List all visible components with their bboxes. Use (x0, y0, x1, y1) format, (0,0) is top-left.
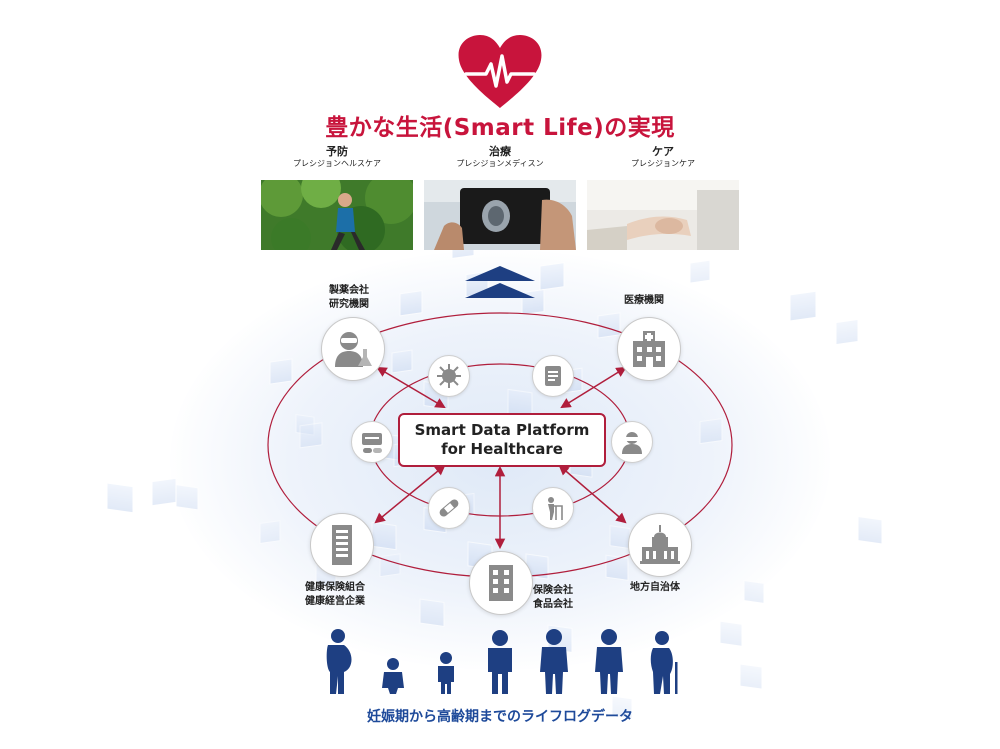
pillar-treatment: 治療 プレシジョンメディスン (420, 145, 580, 169)
data-cube (739, 663, 763, 690)
data-cube (151, 477, 177, 507)
platform-title-line2: for Healthcare (441, 440, 563, 458)
data-cube (106, 482, 134, 514)
data-cube (857, 516, 883, 545)
building-icon (489, 565, 513, 601)
baby-icon (382, 658, 404, 694)
people-lifecycle (326, 629, 678, 694)
data-cube (419, 598, 445, 627)
data-cube (175, 484, 199, 511)
data-cube (259, 520, 281, 545)
data-cube (371, 521, 397, 551)
label-health-insurance: 健康保険組合 健康経営企業 (305, 582, 365, 607)
pillar-title: 予防 (326, 145, 348, 158)
label-medical: 医療機関 (624, 295, 664, 306)
doctor-icon (622, 432, 642, 454)
pregnant-woman-icon (326, 629, 352, 694)
data-cube (789, 290, 817, 322)
subnode-bandage (428, 487, 470, 529)
child-icon (438, 652, 454, 694)
data-cube (835, 318, 859, 346)
node-health-insurance (310, 513, 374, 577)
office-building-icon (332, 525, 352, 565)
node-local-government (628, 513, 692, 577)
hospital-icon (633, 331, 665, 367)
heartbeat-icon (458, 35, 542, 108)
data-cube (743, 579, 765, 604)
data-cube (609, 525, 631, 550)
pillar-care: ケア プレシジョンケア (583, 145, 743, 169)
label-insurance-food: 保険会社 食品会社 (533, 585, 573, 610)
link-medical (560, 366, 627, 409)
link-health-insurance (374, 464, 446, 524)
data-cube (611, 695, 633, 720)
chat-pill-icon (362, 433, 382, 453)
label-local-government: 地方自治体 (630, 582, 680, 593)
subnode-virus (428, 355, 470, 397)
pillar-title: ケア (652, 145, 674, 158)
document-icon (545, 366, 561, 386)
data-cube (719, 620, 743, 647)
node-medical (617, 317, 681, 381)
page-title: 豊かな生活(Smart Life)の実現 (325, 115, 675, 141)
walking-aid-icon (548, 497, 563, 520)
businessman-icon (595, 629, 623, 694)
lifelog-caption: 妊娠期から高齢期までのライフログデータ (367, 709, 633, 725)
boy-icon (488, 630, 512, 694)
data-cube (597, 312, 621, 339)
virus-icon (437, 364, 461, 388)
subnode-chat (351, 421, 393, 463)
data-cube (689, 259, 711, 284)
data-cube (299, 422, 323, 449)
bandage-icon (439, 499, 459, 517)
pillar-prevention: 予防 プレシジョンヘルスケア (257, 145, 417, 169)
elderly-icon (650, 631, 678, 694)
data-cube (699, 417, 723, 445)
upward-chevrons-icon (465, 266, 535, 298)
label-pharma: 製薬会社 研究機関 (329, 285, 369, 310)
photo-care-hands (587, 180, 739, 250)
node-insurance-food (469, 551, 533, 615)
node-pharma (321, 317, 385, 381)
subnode-caregiver (532, 487, 574, 529)
researcher-icon (335, 332, 372, 367)
pillar-subtitle: プレシジョンケア (631, 159, 695, 168)
platform-title-line1: Smart Data Platform (414, 421, 590, 439)
subnode-doctor (611, 421, 653, 463)
photo-brain-tablet (424, 180, 576, 250)
data-cube (379, 553, 401, 578)
man-icon (540, 629, 568, 694)
pillar-subtitle: プレシジョンメディスン (456, 159, 544, 168)
photo-jogging-woman (261, 180, 413, 250)
data-cube (391, 349, 413, 374)
link-local-gov (558, 464, 627, 524)
data-cube (269, 358, 293, 385)
data-cube (605, 554, 629, 581)
city-hall-icon (640, 525, 680, 564)
pillar-subtitle: プレシジョンヘルスケア (293, 159, 381, 168)
smart-data-platform: Smart Data Platform for Healthcare (398, 413, 606, 467)
link-pharma (376, 366, 446, 409)
data-cube (539, 262, 565, 291)
subnode-document (532, 355, 574, 397)
pillar-title: 治療 (489, 145, 511, 158)
data-cube (399, 290, 423, 317)
